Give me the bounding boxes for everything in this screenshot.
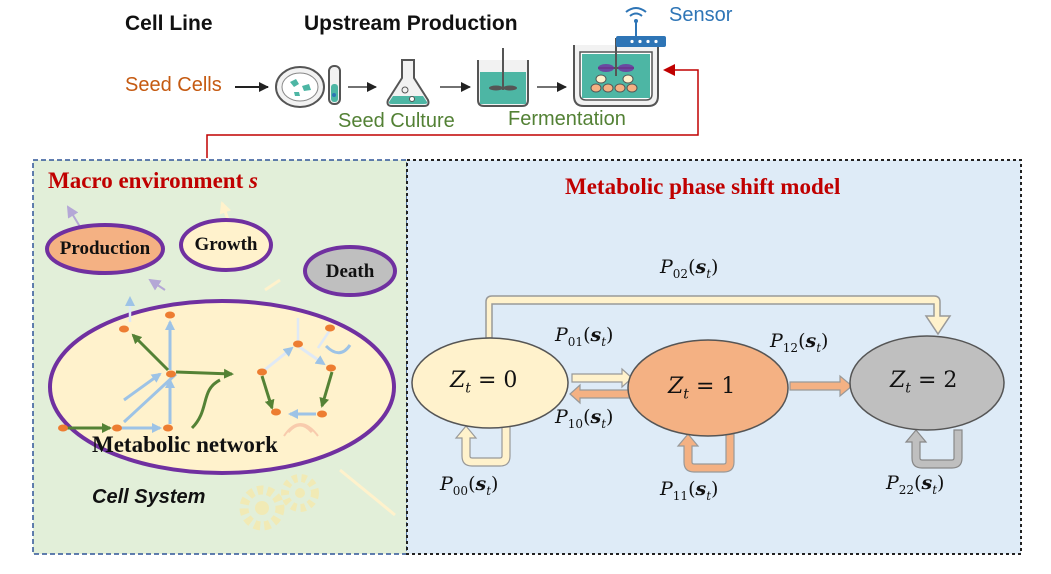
p10-label: P10(st)	[555, 406, 614, 431]
p22-label: P22(st)	[886, 472, 945, 497]
sensor-label: Sensor	[669, 4, 733, 26]
p12-label: P12(st)	[770, 330, 829, 355]
state-2-ellipse	[849, 335, 1005, 431]
production-label: Production	[59, 238, 151, 259]
test-tube-icon	[328, 65, 341, 105]
arrow-p01	[571, 367, 633, 389]
growth-label: Growth	[194, 234, 258, 255]
state-0-ellipse	[411, 337, 569, 429]
fermenter-icon	[573, 38, 659, 107]
state-1-ellipse	[627, 339, 789, 437]
petri-dish-icon	[275, 66, 325, 108]
loop-p11	[676, 433, 735, 473]
seed-cells-label: Seed Cells	[125, 74, 222, 96]
p11-label: P11(st)	[660, 478, 719, 503]
state-0-label: Zt = 0	[450, 368, 518, 397]
death-label: Death	[325, 261, 375, 282]
loop-p00	[454, 425, 511, 467]
death-ellipse	[303, 245, 397, 297]
fermentation-label: Fermentation	[508, 108, 626, 130]
phase-shift-title: Metabolic phase shift model	[565, 174, 841, 199]
arrow-p12	[789, 374, 853, 398]
production-ellipse	[45, 223, 165, 275]
state-2-label: Zt = 2	[890, 368, 958, 397]
cell-system-label: Cell System	[92, 486, 206, 508]
sensor-icon	[616, 7, 666, 47]
seed-bioreactor-icon	[477, 48, 529, 107]
seed-culture-label: Seed Culture	[338, 110, 455, 132]
macro-environment-title: Macro environment s	[48, 168, 258, 193]
feedback-line	[206, 64, 699, 158]
arrow-p02	[485, 295, 952, 339]
state-1-label: Zt = 1	[668, 374, 736, 403]
p01-label: P01(st)	[555, 324, 614, 349]
metabolic-network-label: Metabolic network	[92, 432, 278, 457]
growth-ellipse	[179, 218, 273, 272]
loop-p22	[904, 429, 963, 469]
p02-label: P02(st)	[660, 256, 719, 281]
flask-icon	[386, 59, 430, 107]
metabolic-network-graph	[58, 311, 352, 437]
gears-icon	[239, 474, 319, 531]
p00-label: P00(st)	[440, 473, 499, 498]
upstream-heading: Upstream Production	[304, 12, 518, 35]
cell-line-heading: Cell Line	[125, 12, 213, 35]
arrow-p10	[569, 383, 631, 405]
